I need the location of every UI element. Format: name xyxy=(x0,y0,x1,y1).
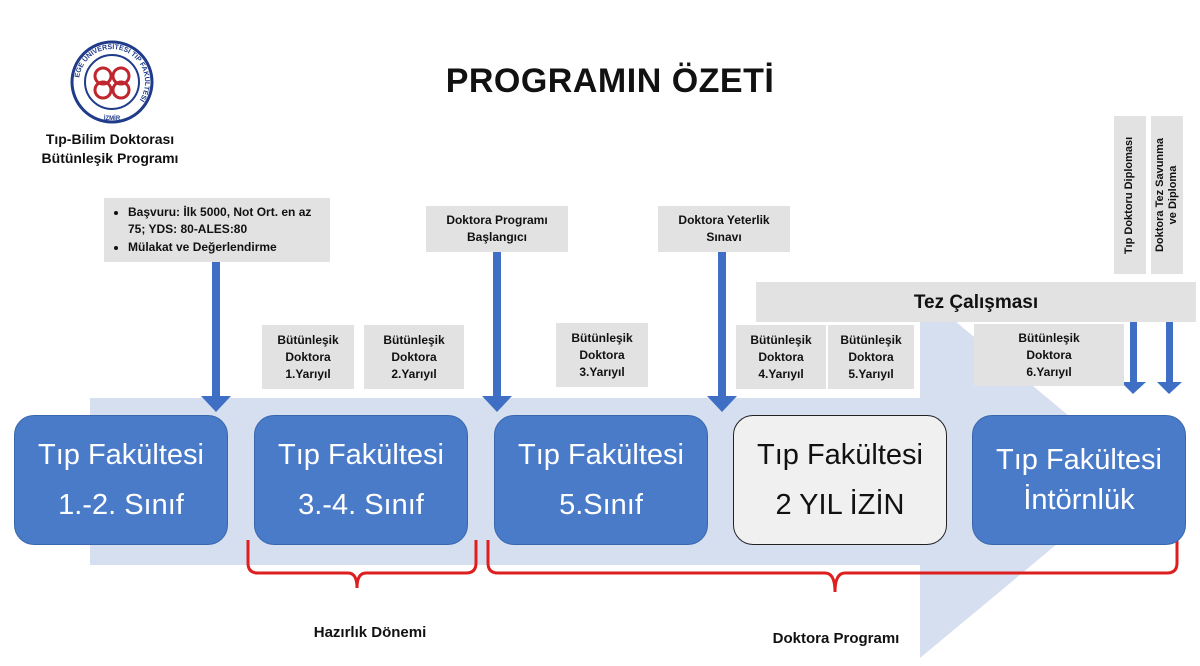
university-logo: EGE ÜNİVERSİTESİ TIP FAKÜLTESİ İZMİR xyxy=(70,40,154,124)
thesis-work-bar: Tez Çalışması xyxy=(756,282,1196,322)
down-arrow-thesis-defense xyxy=(1157,286,1182,394)
semester-line: 2.Yarıyıl xyxy=(391,366,437,381)
stage-box-leave: Tıp Fakültesi 2 YIL İZİN xyxy=(733,415,947,545)
qualifying-exam-box: Doktora Yeterlik Sınavı xyxy=(658,206,790,252)
thesis-defense-box: Doktora Tez Savunma ve Diploma xyxy=(1151,116,1183,274)
bracket-preparation xyxy=(246,540,478,589)
stage-box-years-3-4: Tıp Fakültesi 3.-4. Sınıf xyxy=(254,415,468,545)
program-subtitle: Tıp-Bilim Doktorası Bütünleşik Programı xyxy=(10,130,210,168)
phd-start-line1: Doktora Programı xyxy=(446,213,548,227)
semester-box-2: Bütünleşik Doktora 2.Yarıyıl xyxy=(364,325,464,389)
semester-line: Bütünleşik xyxy=(750,332,812,347)
semester-line: 3.Yarıyıl xyxy=(579,364,625,379)
semester-line: 6.Yarıyıl xyxy=(1026,364,1072,379)
subtitle-line1: Tıp-Bilim Doktorası xyxy=(45,131,175,147)
semester-line: 1.Yarıyıl xyxy=(285,366,331,381)
phd-start-line2: Başlangıcı xyxy=(466,230,528,244)
stage-box-internship: Tıp Fakültesi İntörnlük xyxy=(972,415,1186,545)
semester-line: Doktora xyxy=(758,349,804,364)
phd-start-box: Doktora Programı Başlangıcı xyxy=(426,206,568,252)
page-title: PROGRAMIN ÖZETİ xyxy=(445,62,775,100)
semester-box-6: Bütünleşik Doktora 6.Yarıyıl xyxy=(974,324,1124,386)
semester-line: Bütünleşik xyxy=(840,332,902,347)
semester-line: Doktora xyxy=(391,349,437,364)
stage-title: Tıp Fakültesi xyxy=(38,439,204,471)
stage-box-year-5: Tıp Fakültesi 5.Sınıf xyxy=(494,415,708,545)
semester-line: 5.Yarıyıl xyxy=(848,366,894,381)
semester-line: Bütünleşik xyxy=(277,332,339,347)
application-criteria-box: Başvuru: İlk 5000, Not Ort. en az 75; YD… xyxy=(104,198,330,262)
thesis-defense-line1: Doktora Tez Savunma xyxy=(1154,137,1167,253)
logo-city: İZMİR xyxy=(104,115,121,122)
application-bullet-2: Mülakat ve Değerlendirme xyxy=(128,239,322,256)
semester-line: Bütünleşik xyxy=(383,332,445,347)
semester-line: Bütünleşik xyxy=(1018,330,1080,345)
semester-box-4: Bütünleşik Doktora 4.Yarıyıl xyxy=(736,325,826,389)
down-arrow-qualifying xyxy=(707,252,737,412)
stage-title: Tıp Fakültesi xyxy=(996,444,1162,476)
thesis-defense-line2: ve Diploma xyxy=(1167,165,1180,225)
semester-line: 4.Yarıyıl xyxy=(758,366,804,381)
stage-subtitle: 3.-4. Sınıf xyxy=(298,489,424,521)
stage-box-years-1-2: Tıp Fakültesi 1.-2. Sınıf xyxy=(14,415,228,545)
stage-title: Tıp Fakültesi xyxy=(757,439,923,471)
phd-program-period-label: Doktora Programı xyxy=(772,630,900,647)
semester-box-5: Bütünleşik Doktora 5.Yarıyıl xyxy=(828,325,914,389)
stage-subtitle: 1.-2. Sınıf xyxy=(58,489,184,521)
bracket-phd-program xyxy=(486,540,1179,593)
stage-subtitle: İntörnlük xyxy=(1023,484,1135,516)
semester-box-1: Bütünleşik Doktora 1.Yarıyıl xyxy=(262,325,354,389)
down-arrow-phd-start xyxy=(482,252,512,412)
semester-box-3: Bütünleşik Doktora 3.Yarıyıl xyxy=(556,323,648,387)
semester-line: Doktora xyxy=(848,349,894,364)
md-diploma-label: Tıp Doktoru Diploması xyxy=(1123,136,1136,254)
qualifying-line2: Sınavı xyxy=(706,230,742,244)
md-diploma-box: Tıp Doktoru Diploması xyxy=(1114,116,1146,274)
semester-line: Doktora xyxy=(285,349,331,364)
stage-title: Tıp Fakültesi xyxy=(278,439,444,471)
semester-line: Doktora xyxy=(579,347,625,362)
logo-emblem xyxy=(93,66,131,100)
thesis-defense-label: Doktora Tez Savunma ve Diploma xyxy=(1154,138,1180,252)
subtitle-line2: Bütünleşik Programı xyxy=(41,150,179,166)
stage-subtitle: 2 YIL İZİN xyxy=(775,489,905,521)
application-bullet-1: Başvuru: İlk 5000, Not Ort. en az 75; YD… xyxy=(128,204,322,238)
qualifying-line1: Doktora Yeterlik xyxy=(678,213,770,227)
stage-subtitle: 5.Sınıf xyxy=(559,489,643,521)
semester-line: Bütünleşik xyxy=(571,330,633,345)
semester-line: Doktora xyxy=(1026,347,1072,362)
down-arrow-application xyxy=(201,262,231,412)
down-arrow-md-diploma xyxy=(1121,282,1146,394)
stage-title: Tıp Fakültesi xyxy=(518,439,684,471)
preparation-period-label: Hazırlık Dönemi xyxy=(313,624,427,641)
